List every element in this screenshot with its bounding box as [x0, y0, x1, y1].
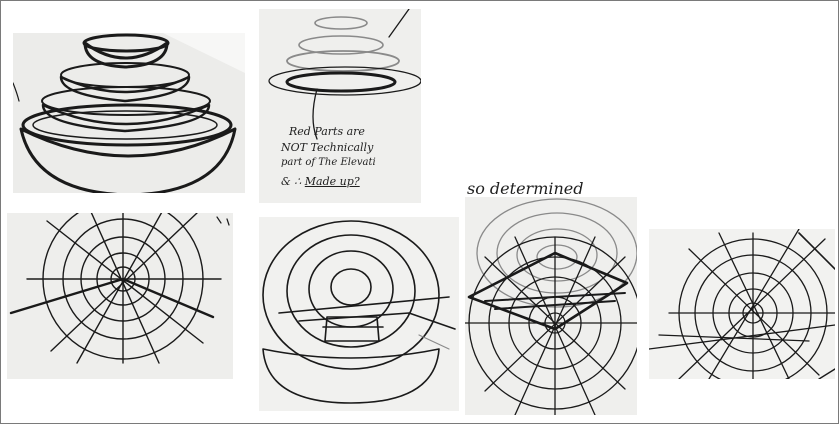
- note-line-4-underlined: Made up?: [304, 175, 360, 188]
- sketch-exploded-rings: Red Parts are NOT Technically part of Th…: [259, 9, 421, 203]
- note-line-4: & ∴ Made up?: [281, 175, 360, 188]
- label-determined: so determined: [467, 179, 584, 198]
- note-line-2: NOT Technically: [281, 141, 374, 154]
- sketch-radial-web-1: [7, 213, 233, 379]
- note-line-3: part of The Elevati: [281, 157, 376, 168]
- sketch-concentric-rings: [259, 217, 459, 411]
- sketch-radial-web-2: [649, 229, 835, 379]
- sketch-stacked-bowls: [13, 33, 245, 193]
- note-line-1: Red Parts are: [289, 125, 365, 138]
- note-line-4-prefix: & ∴: [281, 175, 302, 188]
- sketch-radial-web-dome: [465, 197, 637, 415]
